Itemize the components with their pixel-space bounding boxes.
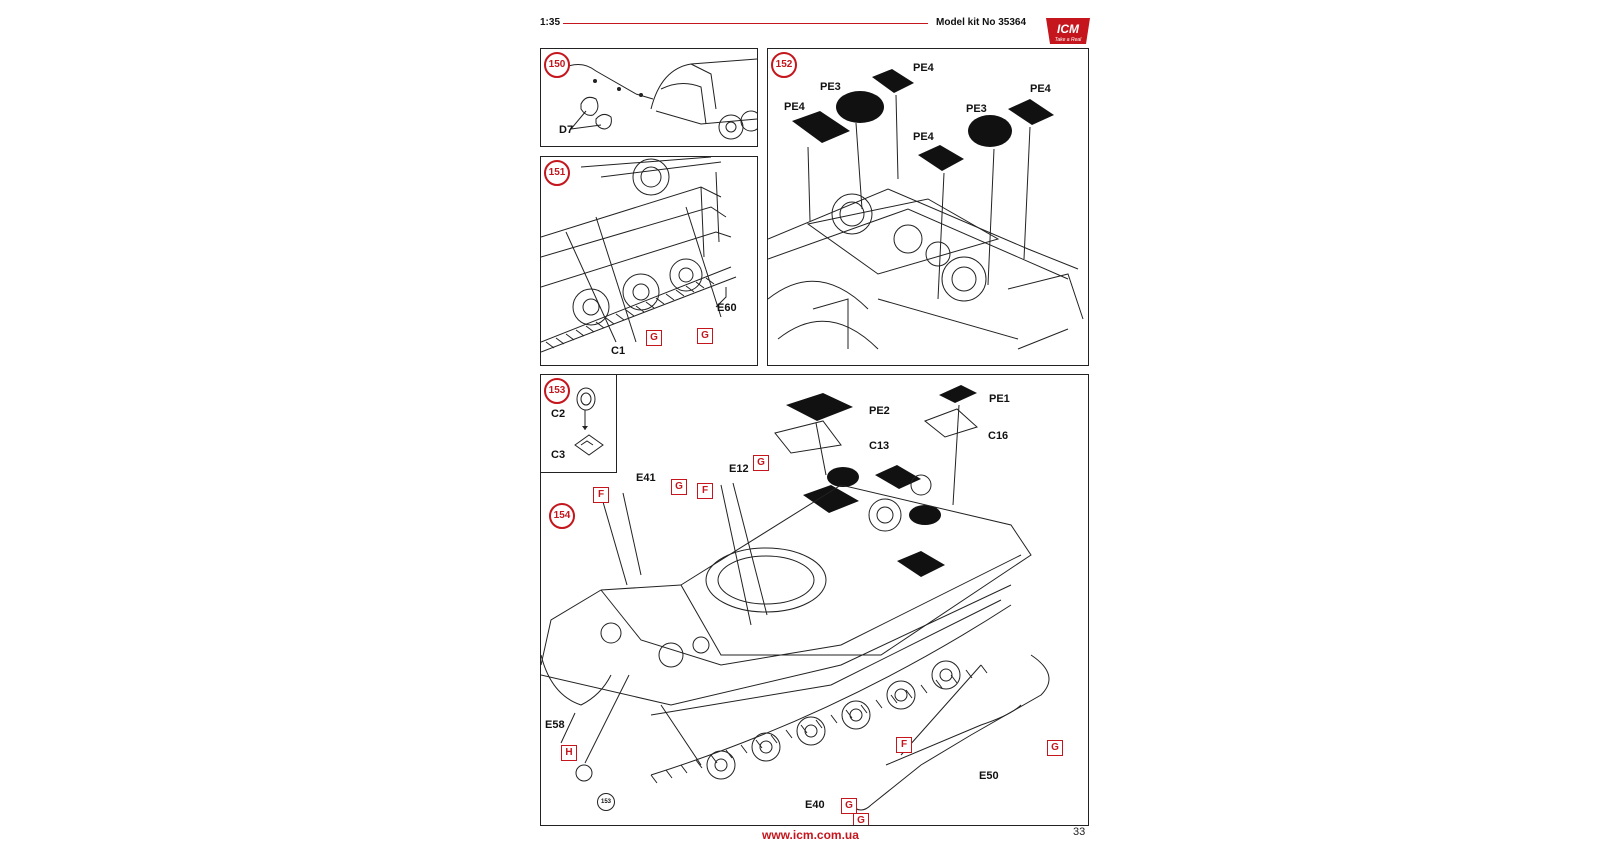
step-153-inset: 153 C2 C3 — [541, 375, 617, 473]
icm-logo: ICM Take a Real — [1042, 14, 1094, 48]
part-label-e12: E12 — [729, 463, 749, 475]
step-152-badge: 152 — [771, 52, 797, 78]
part-label-c16: C16 — [988, 430, 1009, 442]
page-number: 33 — [1073, 826, 1086, 838]
pe3-mesh-2 — [968, 115, 1012, 147]
footer-website: www.icm.com.ua — [762, 828, 859, 842]
sprue-box-g-5: G — [853, 813, 869, 825]
pe4-grille-1 — [792, 111, 850, 143]
part-label-pe1: PE1 — [989, 393, 1010, 405]
step-150-illustration — [560, 58, 757, 140]
pe4-grille-2 — [872, 69, 914, 93]
scale-label: 1:35 — [540, 17, 561, 28]
sprue-box-h-1: H — [561, 745, 577, 761]
sprue-box-f-2: F — [697, 483, 713, 499]
sprue-box-g-4: G — [841, 798, 857, 814]
step-154-panel: 153 C2 C3 154 PE2 PE1 C13 C16 E41 E12 E5… — [540, 374, 1089, 826]
step-154-illustration — [541, 385, 1050, 811]
step-152-panel: 152 PE4 PE3 PE4 PE4 PE3 PE4 — [767, 48, 1089, 366]
sprue-box-g-1: G — [646, 330, 662, 346]
part-label-e41: E41 — [636, 472, 656, 484]
sprue-box-g-2: G — [697, 328, 713, 344]
part-label-pe4-d: PE4 — [1030, 83, 1051, 95]
part-label-pe3-a: PE3 — [820, 81, 841, 93]
part-label-c3: C3 — [551, 449, 566, 461]
sprue-box-f-3: F — [896, 737, 912, 753]
step-154-badge: 154 — [549, 503, 575, 529]
part-label-c2: C2 — [551, 408, 566, 420]
sprue-box-g-1: G — [671, 479, 687, 495]
logo-brand: ICM — [1057, 22, 1080, 36]
c13-frame — [774, 420, 842, 454]
step-150-badge: 150 — [544, 52, 570, 78]
part-label-e60: E60 — [717, 302, 737, 314]
pe2-grille — [786, 393, 853, 421]
step-151-panel: 151 E60 C1 G G — [540, 156, 758, 366]
step-153-illustration — [574, 387, 604, 456]
model-kit-number: Model kit No 35364 — [936, 17, 1027, 28]
pe1-grille — [939, 385, 977, 403]
sprue-box-g-3: G — [1047, 740, 1063, 756]
header-rule — [563, 23, 928, 24]
step-152-illustration — [768, 69, 1084, 350]
logo-tagline: Take a Real — [1055, 37, 1082, 43]
part-label-pe2: PE2 — [869, 405, 890, 417]
part-label-d7: D7 — [559, 124, 574, 136]
part-label-e40: E40 — [805, 799, 825, 811]
step-151-illustration — [541, 157, 737, 353]
part-label-pe4-a: PE4 — [913, 62, 934, 74]
part-label-pe4-c: PE4 — [913, 131, 934, 143]
part-label-pe3-b: PE3 — [966, 103, 987, 115]
step-153-badge: 153 — [544, 378, 570, 404]
part-label-c1: C1 — [611, 345, 626, 357]
sprue-box-f-1: F — [593, 487, 609, 503]
pe3-mesh-1 — [836, 91, 884, 123]
part-label-e58: E58 — [545, 719, 565, 731]
part-label-c13: C13 — [869, 440, 890, 452]
step-reference-badge: 153 — [597, 793, 615, 811]
part-label-pe4-b: PE4 — [784, 101, 805, 113]
sprue-box-g-2: G — [753, 455, 769, 471]
pe4-grille-4 — [1008, 99, 1054, 125]
c16-frame — [924, 408, 978, 438]
part-label-e50: E50 — [979, 770, 999, 782]
step-151-badge: 151 — [544, 160, 570, 186]
step-150-panel: 150 D7 — [540, 48, 758, 147]
pe4-grille-3 — [918, 145, 964, 171]
